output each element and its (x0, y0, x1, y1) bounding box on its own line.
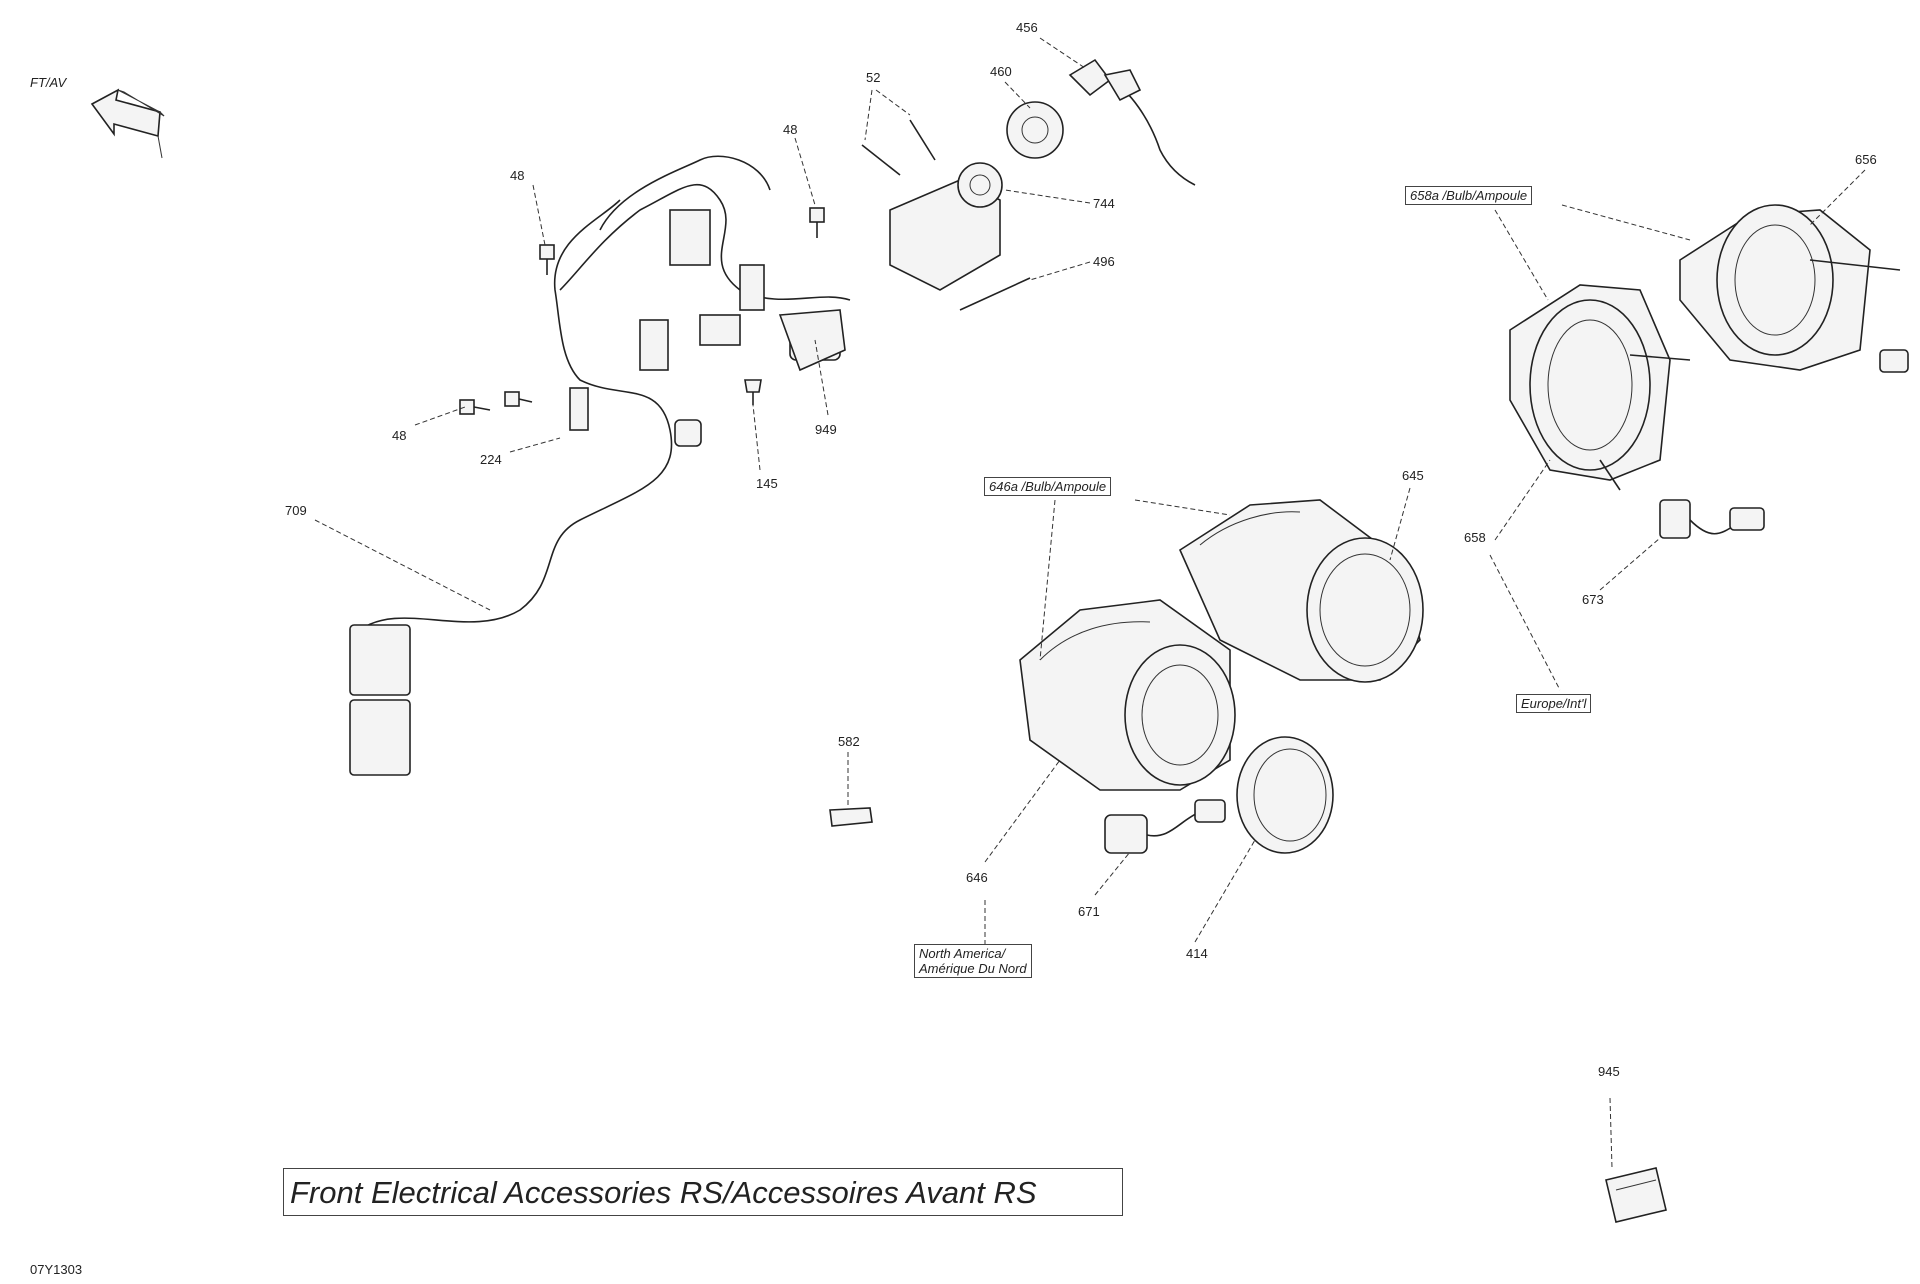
callout-671: 671 (1078, 904, 1100, 919)
headlight-658 (1509, 284, 1691, 491)
bulb-646a-label: 646a /Bulb/Ampoule (984, 477, 1112, 496)
callout-673: 673 (1582, 592, 1604, 607)
headlight-646 (1019, 599, 1236, 791)
callout-658: 658 (1464, 530, 1486, 545)
callout-145: 145 (756, 476, 778, 491)
socket-582 (829, 807, 873, 827)
callout-656: 656 (1855, 152, 1877, 167)
drawing-code: 07Y1303 (30, 1262, 83, 1277)
callout-582: 582 (838, 734, 860, 749)
callout-496: 496 (1093, 254, 1115, 269)
callout-48: 48 (392, 428, 407, 443)
clip-145 (744, 379, 762, 405)
lens-cover-414 (1236, 736, 1334, 854)
callout-949: 949 (815, 422, 837, 437)
callout-744: 744 (1093, 196, 1115, 211)
bulb-658a-label: 658a /Bulb/Ampoule (1405, 186, 1533, 205)
leader-lines (314, 37, 1866, 1169)
callout-646: 646 (966, 870, 988, 885)
callout-460: 460 (990, 64, 1012, 79)
headlight-656 (1679, 204, 1909, 373)
europe-intl-label: Europe/Int'l (1516, 694, 1592, 713)
wiring-harness (349, 155, 851, 776)
callout-48: 48 (510, 168, 525, 183)
callout-52: 52 (866, 70, 881, 85)
headlight-645 (1178, 499, 1424, 683)
callout-945: 945 (1598, 1064, 1620, 1079)
north-america-line1: North America/ (919, 946, 1006, 961)
connector-673 (1659, 499, 1765, 539)
north-america-label: North America/ Amérique Du Nord (914, 944, 1032, 978)
page-title: Front Electrical Accessories RS/Accessoi… (283, 1168, 1123, 1216)
ignition-switch-assembly (778, 58, 1196, 372)
callout-709: 709 (285, 503, 307, 518)
front-direction-arrow-icon (90, 88, 165, 159)
callout-224: 224 (480, 452, 502, 467)
callout-645: 645 (1402, 468, 1424, 483)
callout-414: 414 (1186, 946, 1208, 961)
north-america-line2: Amérique Du Nord (919, 961, 1027, 976)
callout-456: 456 (1016, 20, 1038, 35)
bolts-48 (459, 207, 825, 415)
callout-48: 48 (783, 122, 798, 137)
part-945 (1605, 1167, 1667, 1223)
connector-671 (1104, 799, 1226, 854)
front-direction-label: FT/AV (30, 75, 67, 90)
